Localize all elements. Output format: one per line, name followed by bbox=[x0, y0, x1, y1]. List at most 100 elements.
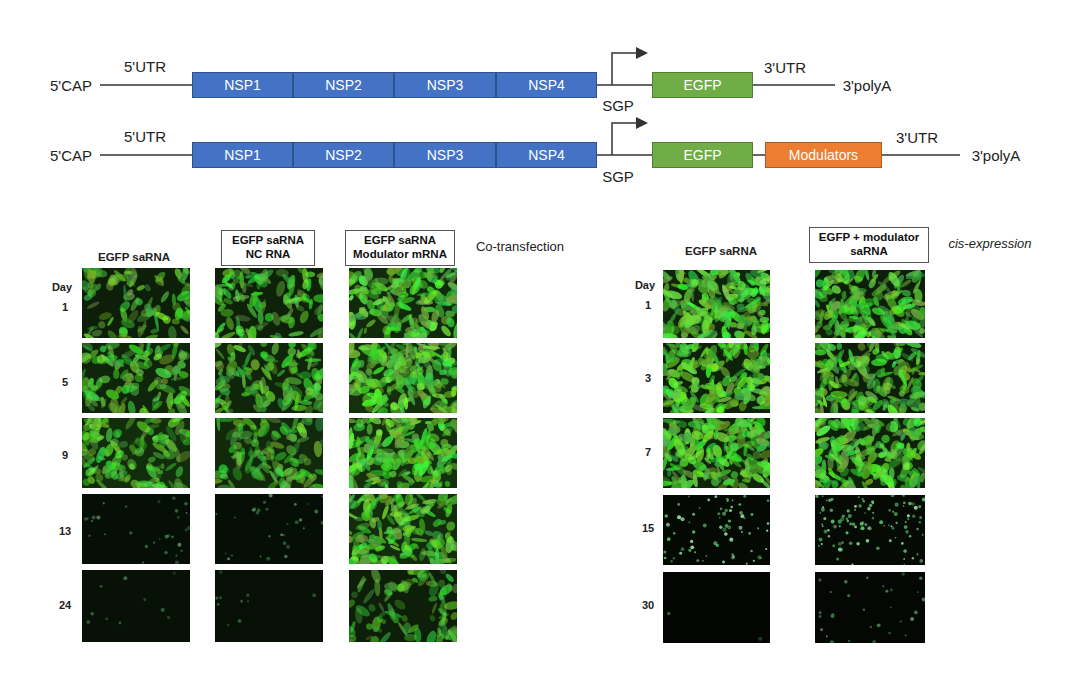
cell bbox=[431, 602, 438, 614]
cell bbox=[444, 530, 452, 539]
cell bbox=[151, 431, 165, 447]
micrograph-ground bbox=[215, 494, 323, 564]
cell bbox=[364, 276, 372, 284]
cell bbox=[299, 291, 312, 304]
cell bbox=[416, 292, 434, 297]
cell bbox=[227, 624, 230, 627]
cell bbox=[370, 395, 377, 403]
cell bbox=[367, 282, 376, 289]
cell bbox=[153, 274, 164, 284]
cell bbox=[664, 349, 669, 364]
micrograph bbox=[663, 343, 770, 413]
micrograph bbox=[82, 570, 190, 642]
cell bbox=[715, 405, 725, 413]
cell bbox=[238, 268, 252, 276]
cell bbox=[349, 498, 362, 510]
cell bbox=[699, 331, 712, 338]
cell bbox=[155, 343, 172, 354]
cell bbox=[759, 317, 769, 323]
cell bbox=[450, 304, 457, 316]
cell bbox=[720, 284, 732, 303]
cell bbox=[247, 465, 265, 483]
micrograph-ground bbox=[215, 418, 323, 488]
cell bbox=[445, 292, 457, 304]
micrograph-ground bbox=[82, 570, 190, 642]
cell bbox=[427, 571, 437, 587]
cell bbox=[217, 463, 229, 475]
cell bbox=[143, 358, 154, 369]
cell bbox=[411, 282, 417, 295]
cell bbox=[125, 278, 134, 287]
cell bbox=[449, 462, 457, 472]
cell bbox=[90, 432, 104, 445]
cell bbox=[374, 395, 390, 405]
cell bbox=[106, 316, 114, 327]
cell bbox=[118, 440, 129, 449]
cell bbox=[173, 307, 184, 321]
cell bbox=[145, 545, 148, 548]
cell bbox=[395, 349, 399, 356]
cell bbox=[101, 418, 110, 425]
cell bbox=[173, 477, 185, 488]
cell bbox=[742, 312, 751, 322]
cell bbox=[690, 287, 695, 302]
cell bbox=[391, 526, 404, 541]
cell bbox=[248, 378, 262, 392]
cell bbox=[701, 292, 710, 302]
cell bbox=[668, 311, 678, 325]
cell bbox=[185, 529, 188, 532]
cell bbox=[263, 364, 272, 378]
micrograph bbox=[215, 494, 323, 564]
cell bbox=[359, 286, 370, 295]
cell bbox=[388, 373, 403, 382]
cell bbox=[260, 343, 268, 348]
cell bbox=[273, 479, 281, 486]
cell bbox=[753, 320, 761, 326]
cell bbox=[358, 385, 371, 396]
cell bbox=[408, 570, 426, 576]
micrograph-ground bbox=[663, 418, 770, 488]
micrograph bbox=[215, 418, 323, 488]
cell bbox=[122, 268, 132, 277]
cell bbox=[367, 603, 376, 613]
cell bbox=[434, 303, 447, 319]
cell bbox=[299, 371, 311, 379]
cell bbox=[760, 351, 770, 363]
cell bbox=[311, 394, 323, 411]
cell bbox=[399, 420, 412, 438]
cell bbox=[432, 467, 445, 479]
cell bbox=[296, 349, 301, 359]
cell bbox=[418, 376, 432, 385]
cell bbox=[136, 284, 146, 292]
cell bbox=[100, 585, 103, 588]
cell bbox=[448, 539, 457, 553]
cell bbox=[156, 350, 163, 360]
cell bbox=[383, 329, 392, 338]
cell bbox=[306, 343, 319, 352]
micrograph bbox=[349, 570, 457, 642]
cell bbox=[135, 367, 146, 377]
cell bbox=[365, 471, 383, 484]
cell bbox=[247, 600, 249, 602]
cell bbox=[164, 425, 178, 443]
cell bbox=[90, 612, 94, 616]
cell bbox=[708, 294, 725, 310]
cell bbox=[283, 541, 287, 545]
cell bbox=[736, 303, 745, 310]
cell bbox=[159, 290, 170, 304]
cell bbox=[165, 535, 169, 539]
cell bbox=[106, 329, 119, 338]
cell bbox=[150, 399, 164, 412]
cell bbox=[259, 405, 268, 413]
cell bbox=[722, 396, 741, 412]
cell bbox=[354, 458, 364, 473]
cell bbox=[269, 494, 273, 498]
cell bbox=[235, 325, 245, 338]
cell bbox=[356, 549, 370, 558]
cell bbox=[415, 362, 421, 370]
cell bbox=[692, 360, 699, 370]
cell bbox=[386, 314, 404, 327]
cell bbox=[444, 572, 455, 583]
cell bbox=[172, 497, 175, 500]
cell bbox=[123, 284, 127, 302]
